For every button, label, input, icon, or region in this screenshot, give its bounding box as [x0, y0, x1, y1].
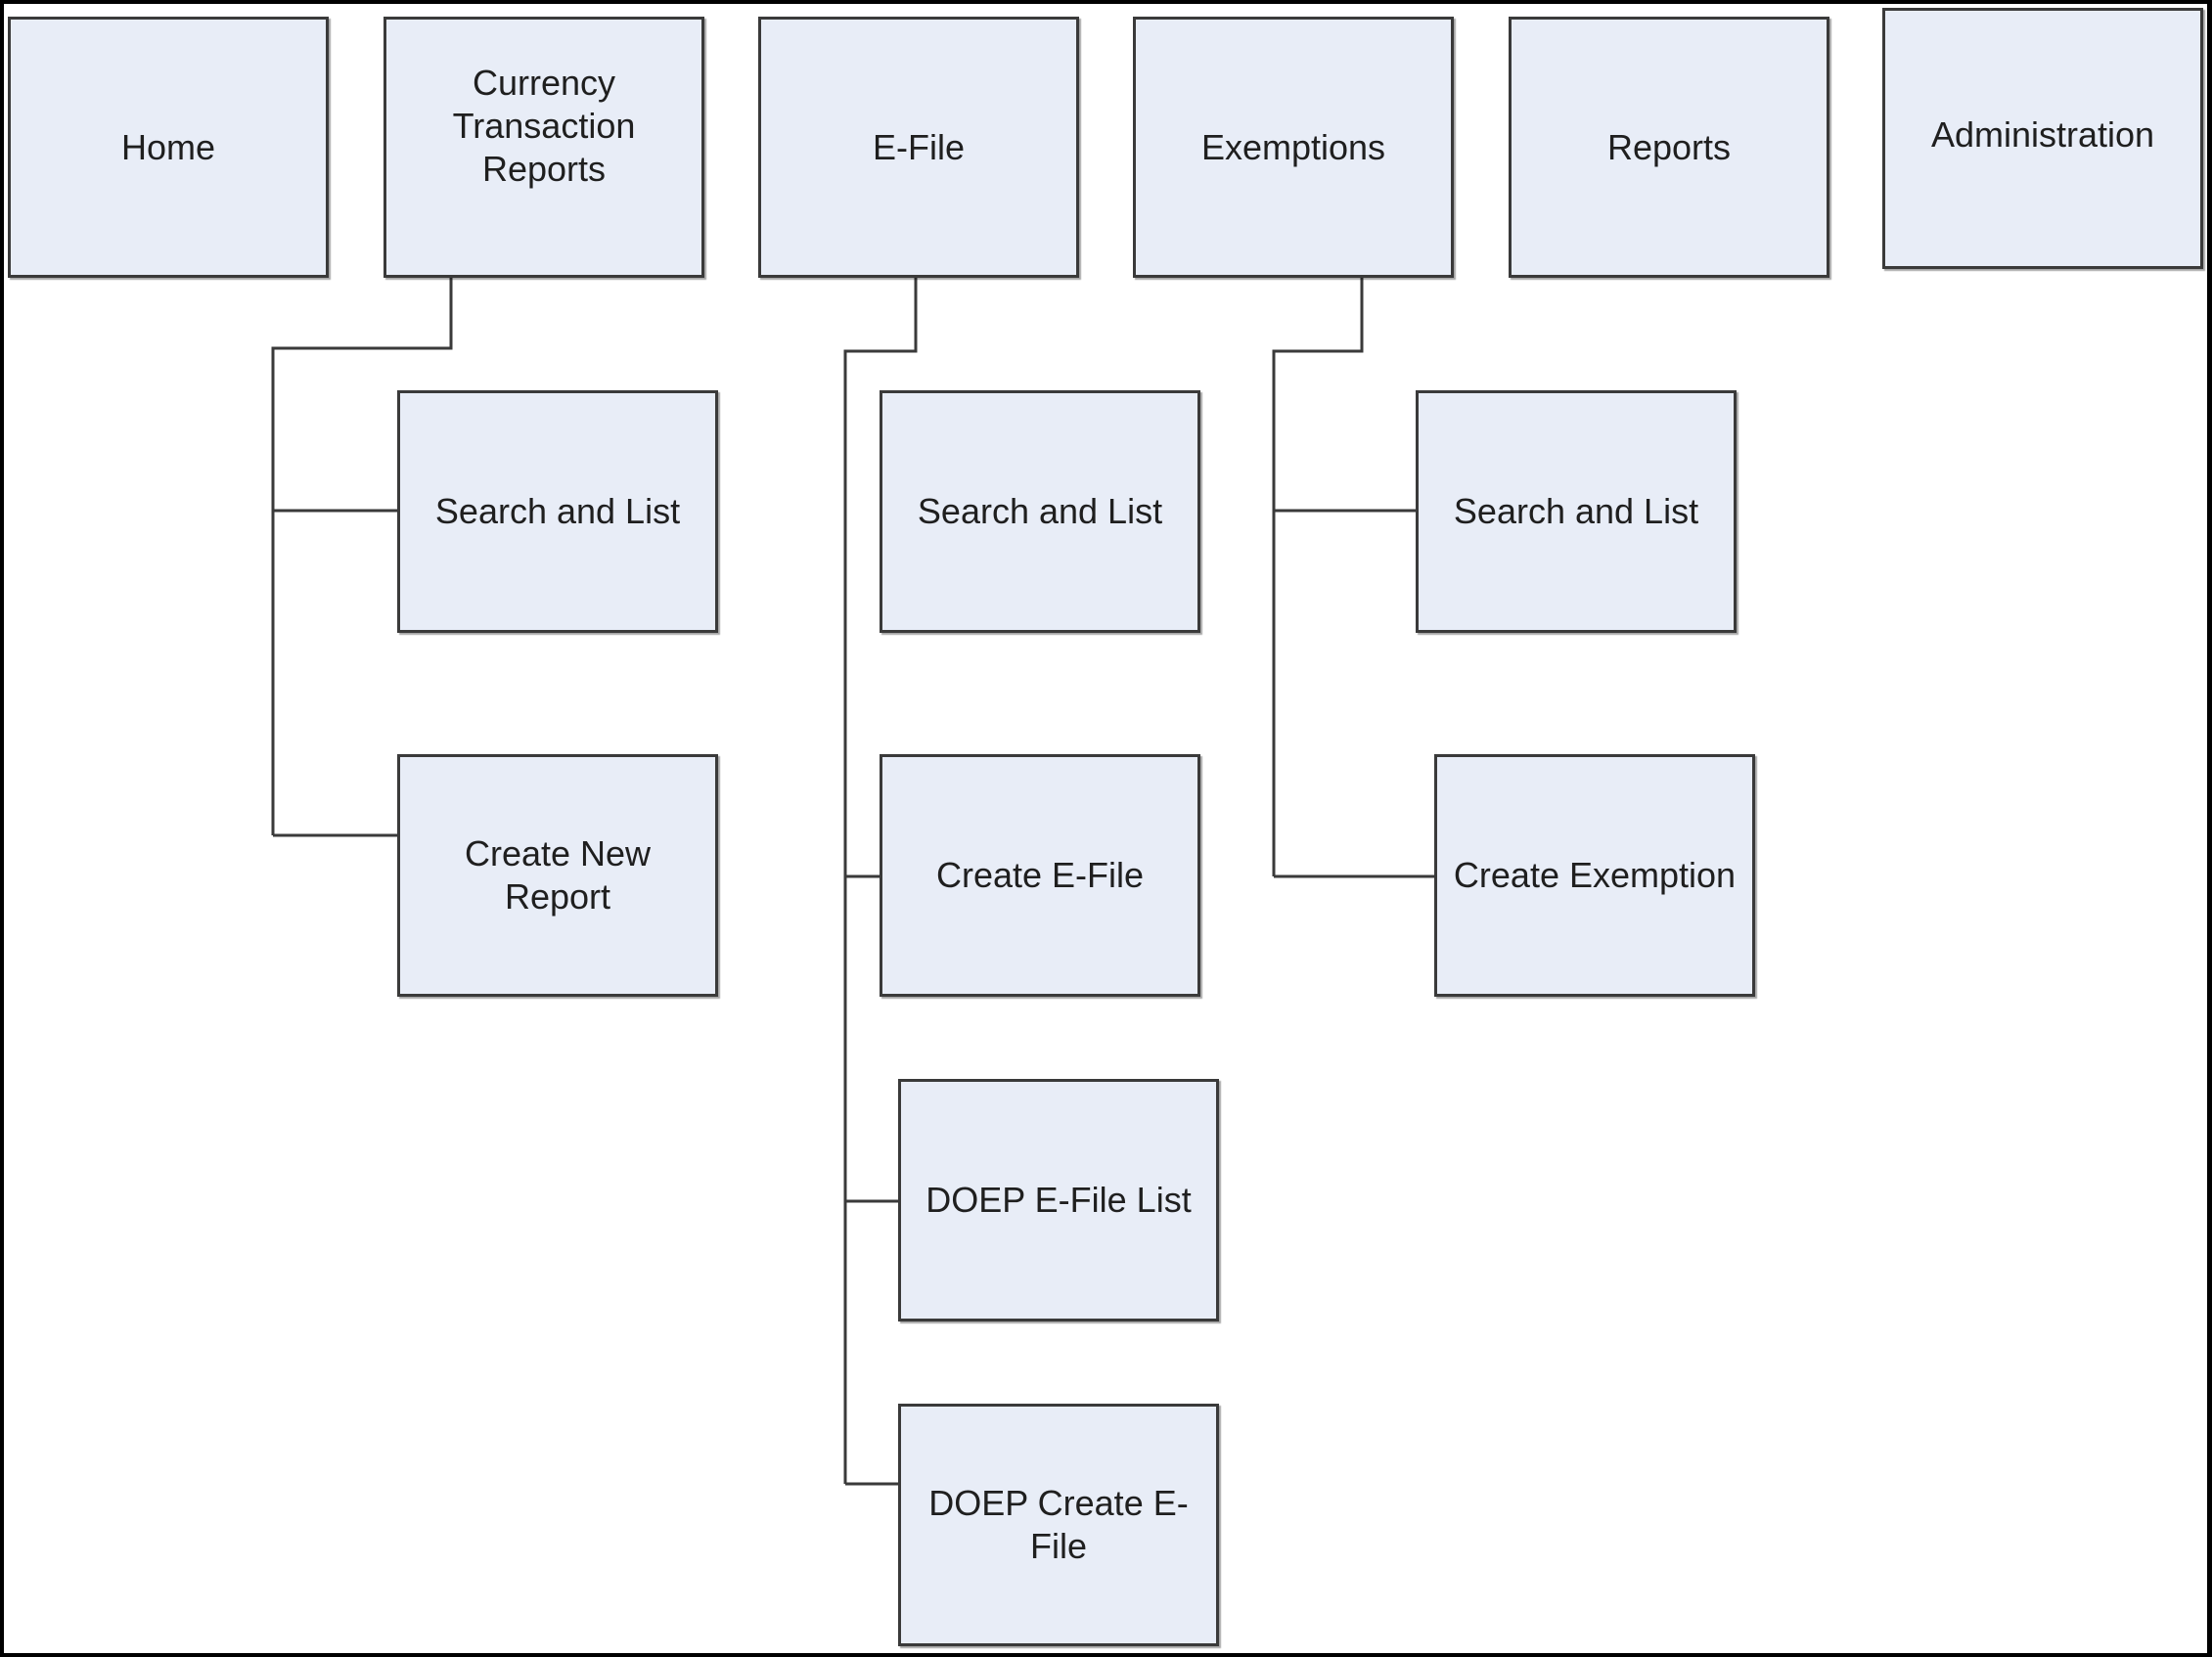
efile-doep-e-file-list-label: DOEP E-File List	[925, 1180, 1192, 1220]
menu-exemptions-label: Exemptions	[1200, 126, 1386, 167]
exemptions-search-and-list[interactable]: Search and List	[1416, 390, 1737, 633]
efile-doep-create-e-file[interactable]: DOEP Create E-File	[898, 1404, 1219, 1646]
menu-exemptions[interactable]: Exemptions	[1133, 17, 1454, 278]
menu-e-file-label: E-File	[872, 126, 965, 167]
menu-reports[interactable]: Reports	[1509, 17, 1829, 278]
menu-hierarchy-diagram: Home Currency Transaction Reports E-File…	[4, 4, 2207, 1653]
menu-administration[interactable]: Administration	[1882, 8, 2203, 269]
efile-doep-create-e-file-label: DOEP Create E-File	[928, 1483, 1189, 1566]
efile-search-and-list-label: Search and List	[917, 491, 1163, 531]
connector-ctr-trunk	[271, 278, 453, 835]
menu-e-file[interactable]: E-File	[758, 17, 1079, 278]
ctr-search-and-list[interactable]: Search and List	[397, 390, 718, 633]
ctr-create-new-report[interactable]: Create New Report	[397, 754, 718, 997]
connector-lines	[271, 278, 1434, 1486]
exemptions-search-and-list-label: Search and List	[1453, 491, 1699, 531]
menu-currency-transaction-reports-label: Currency Transaction Reports	[452, 62, 636, 189]
ctr-create-new-report-label: Create New Report	[464, 833, 652, 917]
menu-home-label: Home	[120, 126, 216, 167]
exemptions-create-exemption[interactable]: Create Exemption	[1434, 754, 1755, 997]
menu-home[interactable]: Home	[8, 17, 329, 278]
efile-search-and-list[interactable]: Search and List	[880, 390, 1200, 633]
efile-create-e-file[interactable]: Create E-File	[880, 754, 1200, 997]
menu-reports-label: Reports	[1606, 126, 1732, 167]
exemptions-create-exemption-label: Create Exemption	[1453, 855, 1737, 895]
menu-currency-transaction-reports[interactable]: Currency Transaction Reports	[384, 17, 704, 278]
menu-administration-label: Administration	[1930, 113, 2155, 155]
connector-efile-trunk	[843, 278, 918, 1484]
efile-doep-e-file-list[interactable]: DOEP E-File List	[898, 1079, 1219, 1321]
connector-exemptions-trunk	[1272, 278, 1364, 876]
efile-create-e-file-label: Create E-File	[935, 855, 1145, 895]
ctr-search-and-list-label: Search and List	[434, 491, 681, 531]
